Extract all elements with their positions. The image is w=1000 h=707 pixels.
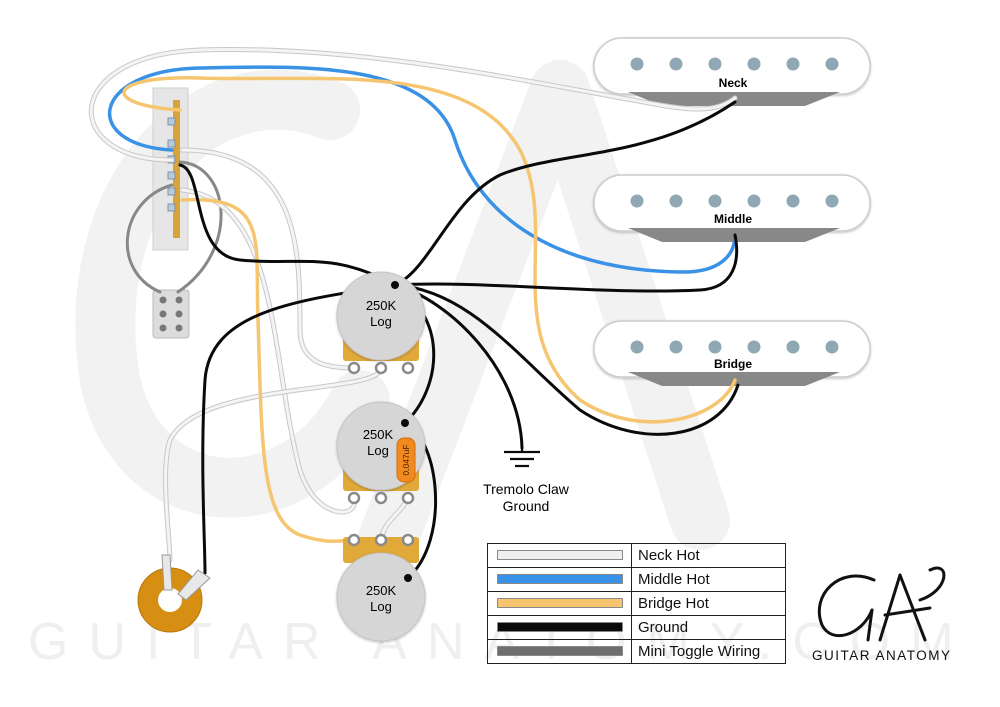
legend-swatch-cell: [487, 567, 632, 592]
ground-wire: [393, 100, 737, 287]
ground-wire: [393, 233, 739, 293]
solder-points: [391, 281, 412, 582]
capacitor-label: 0.047uF: [401, 444, 411, 475]
legend-label: Neck Hot: [631, 543, 786, 568]
capacitor: 0.047uF: [396, 437, 416, 483]
output-jack: [137, 554, 211, 633]
legend-row: Middle Hot: [487, 567, 786, 592]
bridge-pickup-label: Bridge: [714, 357, 752, 371]
pot-wire-white: [180, 188, 356, 514]
tone-pot-2-value: 250K: [366, 583, 397, 598]
legend-label: Bridge Hot: [631, 591, 786, 616]
ground-label-line2: Ground: [503, 498, 550, 514]
legend-label: Ground: [631, 615, 786, 640]
legend-label: Middle Hot: [631, 567, 786, 592]
legend-label: Mini Toggle Wiring: [631, 639, 786, 664]
middle-pickup-label: Middle: [714, 212, 752, 226]
legend-swatch-cell: [487, 615, 632, 640]
bridge-pickup: Bridge: [593, 320, 871, 386]
brand-name: GUITAR ANATOMY: [812, 648, 952, 663]
legend-swatch: [496, 598, 623, 609]
middle-pickup: Middle: [593, 174, 871, 242]
legend-swatch: [496, 550, 623, 561]
tone-pot-2: 250K Log: [336, 533, 426, 642]
neck-pickup-label: Neck: [719, 76, 748, 90]
volume-pot-value: 250K: [366, 298, 397, 313]
neck-hot-wire: [89, 48, 737, 162]
legend-row: Bridge Hot: [487, 591, 786, 616]
middle-hot-wire: [107, 65, 737, 274]
ground-symbol: [504, 448, 540, 468]
mini-toggle-wire: [125, 183, 174, 294]
legend-swatch: [496, 622, 623, 633]
bridge-hot-wire: [122, 76, 737, 424]
mini-toggle-switch: [152, 289, 190, 339]
ground-label-line1: Tremolo Claw: [483, 481, 570, 497]
tone-pot-2-taper: Log: [370, 599, 392, 614]
volume-pot-taper: Log: [370, 314, 392, 329]
ground-wire: [393, 283, 740, 436]
ground-wire: [201, 283, 397, 575]
bridge-hot-wire: [180, 197, 356, 543]
tone-pot-1-value: 250K: [363, 427, 394, 442]
mini-toggle-wire: [176, 160, 223, 294]
legend-swatch-cell: [487, 639, 632, 664]
wires: [88, 47, 740, 580]
legend-row: Ground: [487, 615, 786, 640]
legend-swatch-cell: [487, 591, 632, 616]
legend-swatch-cell: [487, 543, 632, 568]
legend-swatch: [496, 574, 623, 585]
pot-wire-white: [180, 148, 356, 370]
tone-pot-1-taper: Log: [367, 443, 389, 458]
legend-row: Mini Toggle Wiring: [487, 639, 786, 664]
ga-logo-icon: [817, 566, 946, 642]
legend-swatch: [496, 646, 623, 657]
ground-wire: [178, 163, 397, 287]
legend-row: Neck Hot: [487, 543, 786, 568]
five-way-switch: [152, 87, 189, 251]
neck-pickup: Neck: [593, 37, 871, 106]
volume-pot: 250K Log: [336, 271, 426, 375]
jack-hot-wire: [164, 366, 383, 562]
